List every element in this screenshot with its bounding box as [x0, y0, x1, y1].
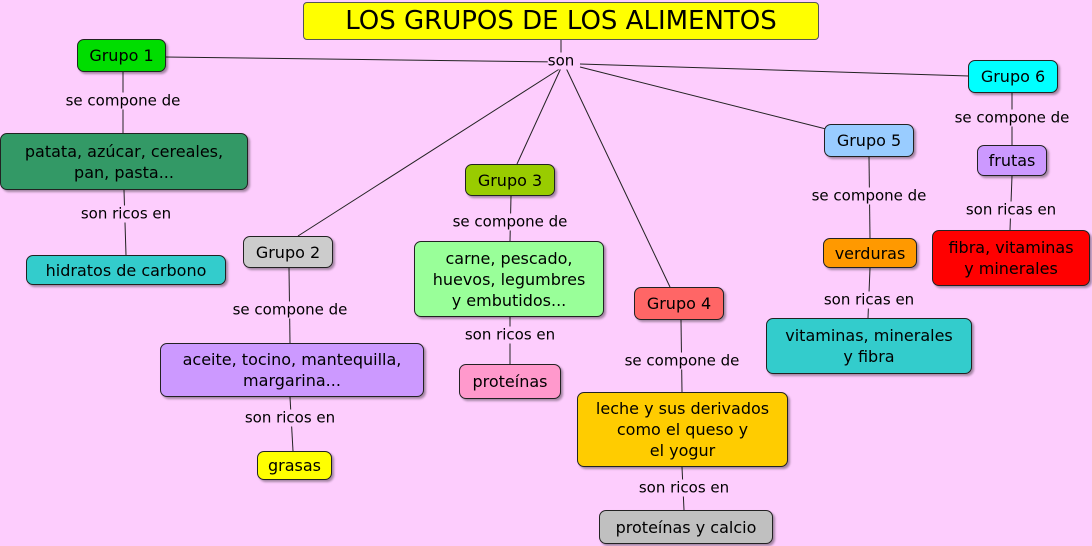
group-6-content: frutas	[977, 145, 1047, 176]
group-5-content: verduras	[823, 238, 917, 268]
group-6-result: fibra, vitaminas y minerales	[932, 230, 1090, 286]
group-2-result: grasas	[257, 451, 332, 480]
group-5-link-ricas: son ricas en	[823, 290, 915, 309]
group-2-content: aceite, tocino, mantequilla, margarina..…	[160, 343, 424, 397]
group-3-content: carne, pescado, huevos, legumbres y embu…	[414, 241, 604, 317]
group-4-result: proteínas y calcio	[599, 510, 773, 544]
group-2-node: Grupo 2	[243, 236, 333, 268]
group-5-result: vitaminas, minerales y fibra	[766, 318, 972, 374]
group-6-link-compone: se compone de	[954, 108, 1070, 127]
group-4-node: Grupo 4	[634, 287, 724, 320]
group-4-content: leche y sus derivados como el queso y el…	[577, 392, 788, 467]
map-title: LOS GRUPOS DE LOS ALIMENTOS	[303, 2, 819, 40]
group-3-node: Grupo 3	[465, 164, 555, 196]
hub-label: son	[547, 51, 575, 70]
group-3-link-ricos: son ricos en	[464, 325, 556, 344]
group-1-content: patata, azúcar, cereales, pan, pasta...	[0, 133, 248, 190]
group-1-link-compone: se compone de	[65, 91, 181, 110]
group-1-result: hidratos de carbono	[26, 255, 226, 285]
group-2-link-ricos: son ricos en	[244, 408, 336, 427]
group-5-link-compone: se compone de	[811, 186, 927, 205]
group-6-node: Grupo 6	[968, 60, 1058, 93]
group-4-link-compone: se compone de	[624, 351, 740, 370]
group-2-link-compone: se compone de	[232, 300, 348, 319]
group-5-node: Grupo 5	[824, 124, 914, 157]
group-1-link-ricos: son ricos en	[80, 204, 172, 223]
group-4-link-ricos: son ricos en	[638, 478, 730, 497]
group-1-node: Grupo 1	[77, 39, 166, 72]
group-3-link-compone: se compone de	[452, 212, 568, 231]
group-6-link-ricas: son ricas en	[965, 200, 1057, 219]
group-3-result: proteínas	[459, 364, 561, 399]
